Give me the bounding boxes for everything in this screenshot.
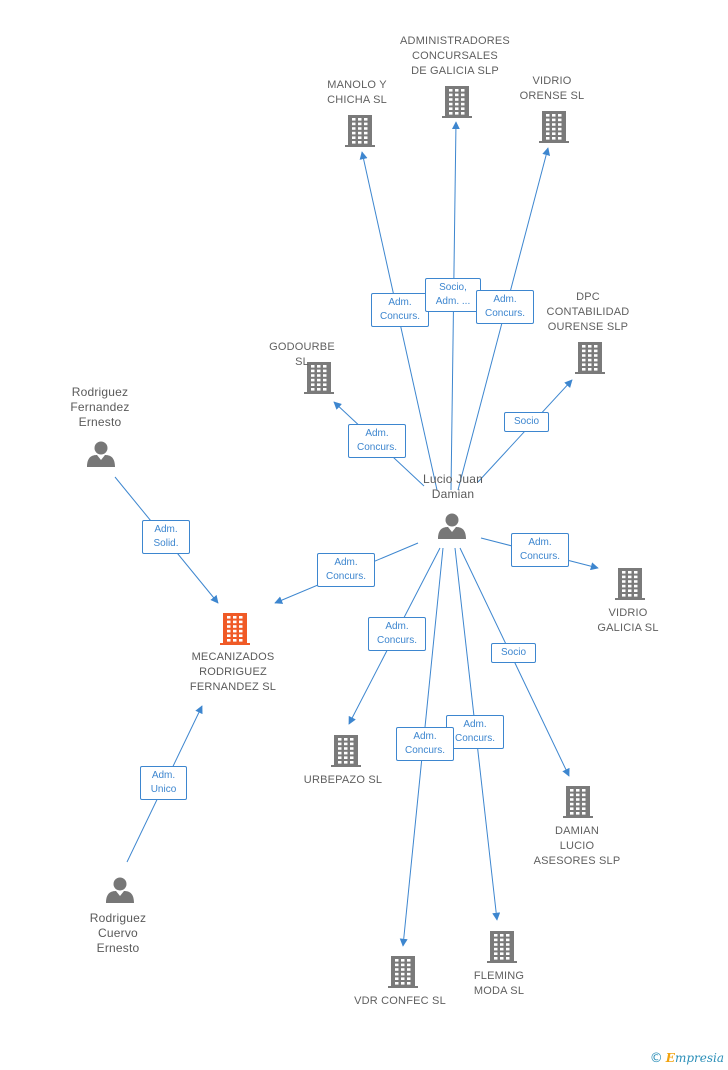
company-label-manolo-y-chicha[interactable]: MANOLO Y CHICHA SL <box>327 79 387 106</box>
building-icon-administradores[interactable] <box>442 86 472 118</box>
edge-label-vidrio-galicia[interactable]: Adm. Concurs. <box>511 533 569 567</box>
building-icon-urbepazo[interactable] <box>331 735 361 767</box>
company-label-dpc-contabilidad[interactable]: DPC CONTABILIDAD OURENSE SLP <box>546 291 630 333</box>
building-icon-vidrio-orense[interactable] <box>539 111 569 143</box>
edge-label-focus[interactable]: Adm. Concurs. <box>317 553 375 587</box>
building-icon-damian-lucio[interactable] <box>563 786 593 818</box>
edge-label-vidrio-orense[interactable]: Adm. Concurs. <box>476 290 534 324</box>
building-icon-vdr[interactable] <box>388 956 418 988</box>
edge-label-godourbe[interactable]: Adm. Concurs. <box>348 424 406 458</box>
company-label-damian-lucio[interactable]: DAMIAN LUCIO ASESORES SLP <box>533 825 621 867</box>
company-label-vidrio-galicia[interactable]: VIDRIO GALICIA SL <box>597 607 659 634</box>
edge-label-manolo[interactable]: Adm. Concurs. <box>371 293 429 327</box>
building-icon-vidrio-galicia[interactable] <box>615 568 645 600</box>
building-icon-manolo[interactable] <box>345 115 375 147</box>
empresia-watermark: ©Empresia <box>649 1051 724 1066</box>
person-icon-rodriguez-fernandez[interactable] <box>87 441 115 468</box>
company-label-urbepazo[interactable]: URBEPAZO SL <box>303 774 383 786</box>
focus-company-label[interactable]: MECANIZADOS RODRIGUEZ FERNANDEZ SL <box>189 651 277 693</box>
center-person-label[interactable]: Lucio Juan Damian <box>422 472 484 501</box>
building-icon-godourbe[interactable] <box>304 362 334 394</box>
edge-label-unico[interactable]: Adm. Unico <box>140 766 187 800</box>
company-label-vdr-confec[interactable]: VDR CONFEC SL <box>354 995 446 1007</box>
company-label-administradores-concursales[interactable]: ADMINISTRADORES CONCURSALES DE GALICIA S… <box>400 35 510 77</box>
person-icon-center[interactable] <box>438 513 466 540</box>
company-label-vidrio-orense[interactable]: VIDRIO ORENSE SL <box>519 75 585 102</box>
building-icon-focus[interactable] <box>220 613 250 645</box>
copyright-icon: © <box>649 1051 663 1066</box>
edge-label-urbepazo[interactable]: Adm. Concurs. <box>368 617 426 651</box>
edge-label-solid[interactable]: Adm. Solid. <box>142 520 190 554</box>
person-icon-rodriguez-cuervo[interactable] <box>106 877 134 904</box>
edge-label-fleming[interactable]: Adm. Concurs. <box>446 715 504 749</box>
company-label-fleming-moda[interactable]: FLEMING MODA SL <box>473 970 525 997</box>
building-icon-fleming[interactable] <box>487 931 517 963</box>
person-label-rodriguez-fernandez[interactable]: Rodriguez Fernandez Ernesto <box>70 385 130 429</box>
edge-label-damian-lucio[interactable]: Socio <box>491 643 536 663</box>
building-icon-dpc[interactable] <box>575 342 605 374</box>
edge-label-administradores[interactable]: Socio, Adm. ... <box>425 278 481 312</box>
edge-label-dpc[interactable]: Socio <box>504 412 549 432</box>
person-label-rodriguez-cuervo[interactable]: Rodriguez Cuervo Ernesto <box>89 911 147 955</box>
company-label-godourbe[interactable]: GODOURBE SL <box>269 341 335 368</box>
edge-label-vdr[interactable]: Adm. Concurs. <box>396 727 454 761</box>
